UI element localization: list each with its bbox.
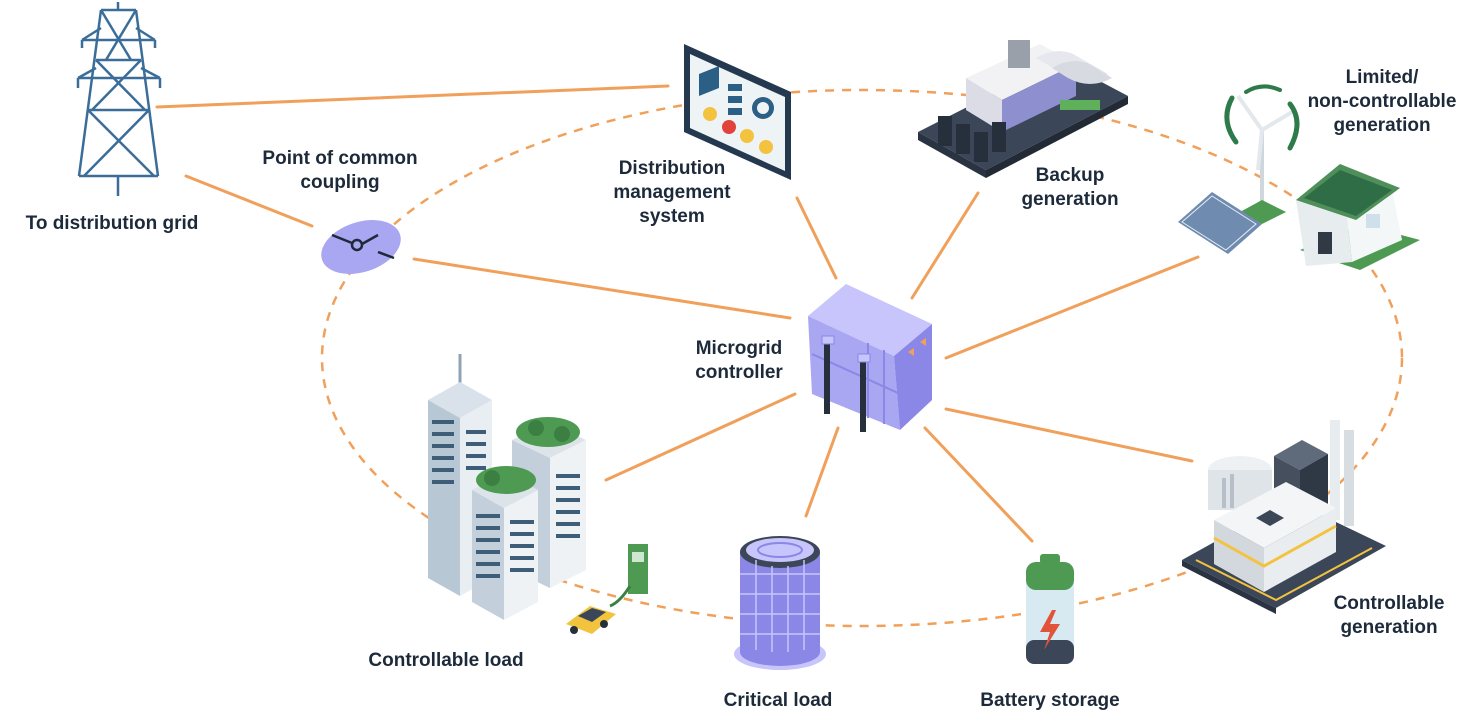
line-battery-to-controller [923,426,1034,543]
label-to-distribution-grid: To distribution grid [25,213,199,234]
data-center-icon [734,536,826,670]
label-backup-generation: Backup generation [1021,165,1119,210]
label-limited-non-controllable-generation: Limited/ non-controllable generation [1307,67,1457,136]
line-backup-to-controller [910,191,980,300]
line-grid-to-pcc [184,174,314,228]
connector-lines [155,84,1200,543]
line-critical-to-controller [804,426,840,518]
label-microgrid-controller: Microgrid controller [695,338,783,383]
car-icon [566,606,616,634]
line-buildings-to-controller [604,392,797,482]
generator-plant-icon [918,40,1128,178]
transmission-tower-icon [76,2,162,196]
label-controllable-generation: Controllable generation [1333,593,1445,638]
microgrid-boundary-ring [320,88,1404,628]
label-controllable-load: Controllable load [368,650,524,671]
server-rack-icon [808,284,932,432]
factory-icon [1182,420,1386,614]
label-battery-storage: Battery storage [980,690,1120,711]
office-buildings-icon [428,354,648,634]
line-pcc-to-controller [412,257,792,320]
label-point-of-common-coupling: Point of common coupling [262,148,418,193]
label-distribution-management-system: Distribution management system [613,158,731,227]
battery-icon [1026,554,1074,664]
line-limited-to-controller [944,255,1200,360]
line-controllable-gen-to-controller [944,407,1194,463]
line-grid-to-dms [155,84,670,109]
line-dms-to-controller [795,196,838,280]
label-critical-load: Critical load [723,690,833,711]
solar-house-icon [1178,84,1420,270]
switch-icon [321,220,401,274]
tablet-dashboard-icon [684,44,791,180]
